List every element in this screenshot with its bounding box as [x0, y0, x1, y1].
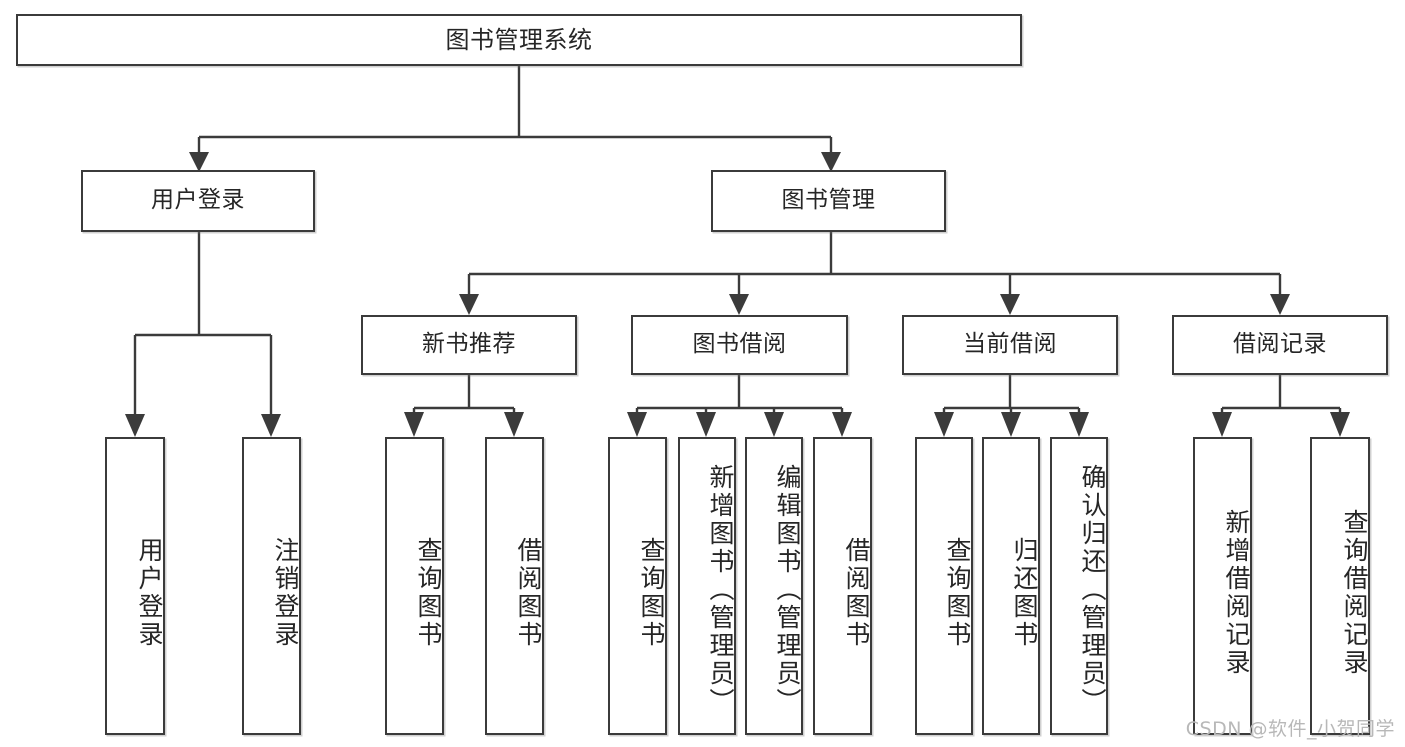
node-label: 查询图书 — [943, 537, 972, 649]
node-label: 归还图书 — [1010, 537, 1039, 649]
node-label: 新书推荐 — [422, 331, 516, 358]
node-root-book-management-system[interactable]: 图书管理系统 — [16, 14, 1022, 66]
node-label: 新增借阅记录 — [1222, 509, 1251, 677]
node-user-login[interactable]: 用户登录 — [81, 170, 315, 232]
leaf-confirm-return-admin[interactable]: 确认归还（管理员） — [1050, 437, 1108, 735]
node-label: 借阅图书 — [842, 537, 871, 649]
leaf-query-borrow-record[interactable]: 查询借阅记录 — [1310, 437, 1370, 735]
node-book-management[interactable]: 图书管理 — [711, 170, 946, 232]
node-label: 查询图书 — [637, 537, 666, 649]
node-label: 新增图书（管理员） — [706, 464, 735, 716]
leaf-add-book-admin[interactable]: 新增图书（管理员） — [678, 437, 736, 735]
leaf-edit-book-admin[interactable]: 编辑图书（管理员） — [745, 437, 803, 735]
leaf-return-book[interactable]: 归还图书 — [982, 437, 1040, 735]
node-current-borrow[interactable]: 当前借阅 — [902, 315, 1118, 375]
leaf-add-borrow-record[interactable]: 新增借阅记录 — [1193, 437, 1252, 735]
node-label: 图书管理 — [781, 187, 876, 214]
node-label: 查询借阅记录 — [1340, 509, 1369, 677]
node-label: 确认归还（管理员） — [1078, 464, 1107, 716]
leaf-query-book-current[interactable]: 查询图书 — [915, 437, 973, 735]
leaf-borrow-book-borrow[interactable]: 借阅图书 — [813, 437, 872, 735]
csdn-watermark: CSDN @软件_小贺同学 — [1185, 718, 1395, 740]
leaf-borrow-book-recommend[interactable]: 借阅图书 — [485, 437, 544, 735]
node-label: 用户登录 — [151, 187, 245, 214]
node-borrow-record[interactable]: 借阅记录 — [1172, 315, 1388, 375]
node-label: 用户登录 — [135, 537, 164, 649]
node-new-book-recommend[interactable]: 新书推荐 — [361, 315, 577, 375]
leaf-query-book-borrow[interactable]: 查询图书 — [608, 437, 667, 735]
node-label: 查询图书 — [414, 537, 443, 649]
node-label: 图书借阅 — [692, 331, 787, 358]
leaf-user-login[interactable]: 用户登录 — [105, 437, 165, 735]
leaf-user-logout[interactable]: 注销登录 — [242, 437, 301, 735]
node-label: 当前借阅 — [963, 331, 1057, 358]
node-label: 注销登录 — [271, 537, 300, 649]
node-label: 图书管理系统 — [445, 25, 593, 54]
node-label: 借阅图书 — [514, 537, 543, 649]
node-label: 借阅记录 — [1233, 331, 1327, 358]
leaf-query-book-recommend[interactable]: 查询图书 — [385, 437, 444, 735]
node-label: 编辑图书（管理员） — [773, 464, 802, 716]
node-book-borrow[interactable]: 图书借阅 — [631, 315, 848, 375]
